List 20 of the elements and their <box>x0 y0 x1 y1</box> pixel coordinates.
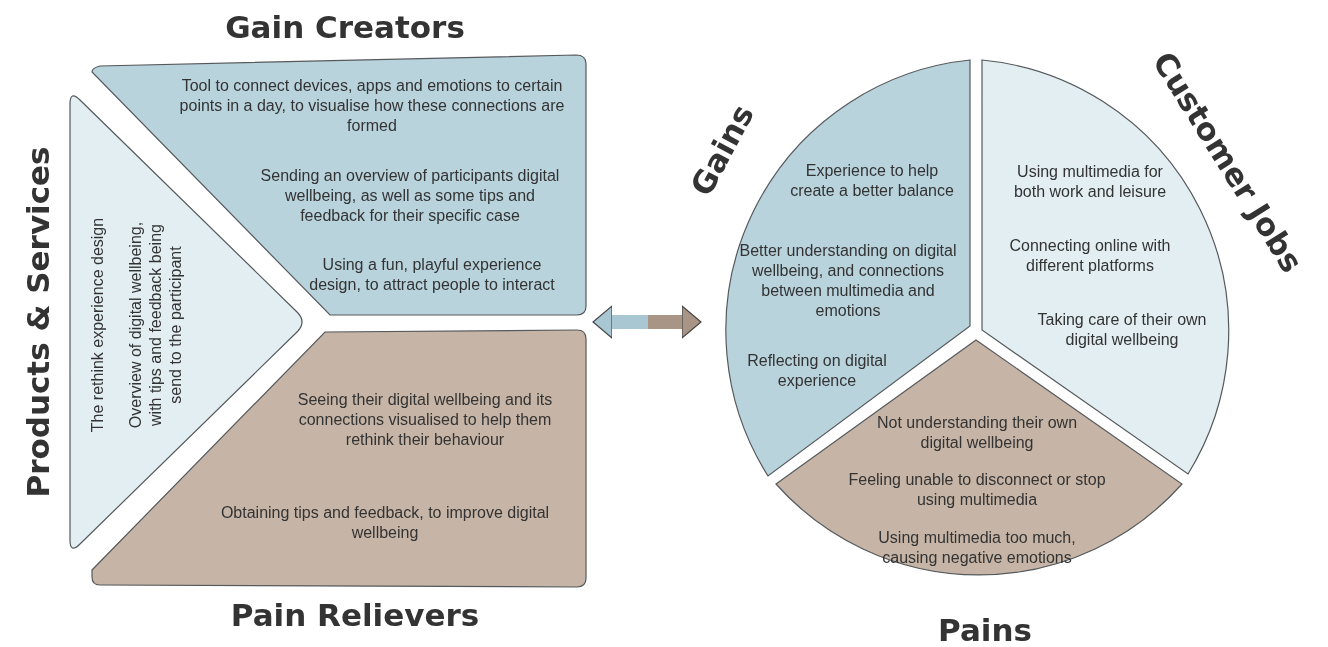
section-text: Taking care of their own digital wellbeing <box>1036 310 1208 350</box>
double-arrow <box>592 305 702 339</box>
section-text: Tool to connect devices, apps and emotions to certain points in a day, to visualise how these connections are formed <box>178 76 566 136</box>
section-text: Connecting online with different platforms <box>1008 236 1172 276</box>
section-text: Better understanding on digital wellbeing, and connections between multimedia and emotions <box>738 241 958 321</box>
section-heading: Pains <box>938 612 1032 647</box>
section-text: Overview of digital wellbeing, with tips and feedback being send to the participant <box>126 220 185 431</box>
section-text: Using a fun, playful experience design, to attract people to interact <box>308 255 556 295</box>
section-text: The rethink experience design <box>88 216 107 435</box>
section-text: Feeling unable to disconnect or stop using multimedia <box>847 470 1107 510</box>
section-text: Experience to help create a better balance <box>789 161 955 201</box>
section-text: Obtaining tips and feedback, to improve digital wellbeing <box>219 503 551 543</box>
section-text: Seeing their digital wellbeing and its connections visualised to help them rethink their behaviour <box>296 390 554 450</box>
section-heading: Products & Services <box>20 146 56 498</box>
section-text: Using multimedia too much, causing negative emotions <box>877 528 1077 568</box>
section-text: Sending an overview of participants digital wellbeing, as well as some tips and feedback for their specific case <box>259 166 561 226</box>
section-text: Not understanding their own digital wellbeing <box>875 413 1079 453</box>
section-heading: Pain Relievers <box>230 597 480 633</box>
section-text: Reflecting on digital experience <box>746 351 888 391</box>
section-heading: Gain Creators <box>225 9 465 45</box>
